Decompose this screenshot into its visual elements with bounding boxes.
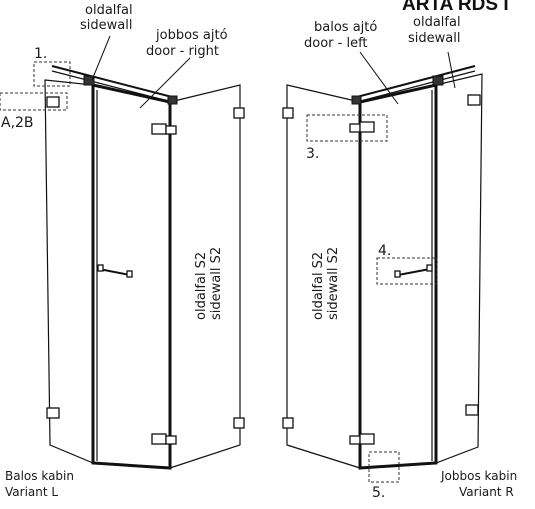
left-cabin-handle-mount-b bbox=[126, 270, 133, 278]
right-cabin-leader-sidewall bbox=[447, 51, 456, 89]
right-cabin-hinge-bottom-b bbox=[359, 433, 375, 445]
right-cabin-leader-door bbox=[359, 51, 399, 105]
right-cabin-door-handle bbox=[397, 268, 431, 276]
right-cabin-corner-clamp bbox=[432, 75, 444, 86]
right-cabin-hinge-bottom-a bbox=[349, 435, 361, 445]
right-cabin-sidewall-glass bbox=[435, 73, 483, 464]
left-cabin-s2-bracket-bottom bbox=[233, 417, 245, 429]
right-cabin bbox=[282, 51, 483, 483]
right-cabin-callout-box-4 bbox=[376, 257, 438, 285]
left-cabin-hinge-bottom-b bbox=[165, 435, 177, 445]
right-cabin-callout-box-5 bbox=[368, 451, 400, 483]
left-cabin-top-rail-lower bbox=[51, 70, 177, 104]
left-label-sidewall-en: sidewall bbox=[80, 18, 132, 33]
right-label-s2-en: sidewall S2 bbox=[326, 247, 341, 320]
right-label-sidewall-en: sidewall bbox=[408, 31, 460, 46]
left-callout-1: 1. bbox=[34, 46, 47, 62]
right-cabin-s2-bracket-top bbox=[282, 107, 294, 119]
right-cabin-rail-end-clamp bbox=[351, 95, 362, 105]
right-callout-3: 3. bbox=[306, 146, 319, 162]
left-label-s2-hu: oldalfal S2 bbox=[194, 252, 209, 320]
right-label-s2-hu: oldalfal S2 bbox=[311, 252, 326, 320]
right-cabin-wall-bracket-top bbox=[467, 94, 481, 106]
left-cabin-callout-box-a2b bbox=[0, 92, 68, 111]
left-cabin-corner-clamp bbox=[83, 75, 95, 86]
left-cabin-hinge-bottom-a bbox=[151, 433, 167, 445]
right-label-sidewall-hu: oldalfal bbox=[413, 15, 461, 30]
left-cabin-s2-bracket-top bbox=[233, 107, 245, 119]
right-label-door-en: door - left bbox=[304, 36, 368, 51]
left-label-door-hu: jobbos ajtó bbox=[155, 28, 228, 43]
right-cabin-s2-bracket-bottom bbox=[282, 417, 294, 429]
left-cabin-s2-sidewall-glass bbox=[169, 84, 241, 469]
left-callout-a2b: A,2B bbox=[1, 115, 34, 131]
left-label-sidewall-hu: oldalfal bbox=[85, 3, 133, 18]
right-caption-hu: Jobbos kabin bbox=[440, 469, 517, 483]
left-cabin-hinge-top-b bbox=[165, 125, 177, 135]
right-label-door-hu: balos ajtó bbox=[314, 20, 377, 35]
right-cabin-callout-box-3 bbox=[306, 114, 388, 142]
right-cabin-handle-mount-b bbox=[426, 264, 433, 272]
left-cabin-handle-mount-a bbox=[97, 264, 104, 272]
right-cabin-wall-bracket-bottom bbox=[465, 404, 479, 416]
left-caption-en: Variant L bbox=[5, 485, 58, 499]
left-caption-hu: Balos kabin bbox=[5, 469, 74, 483]
right-cabin-top-rail-lower bbox=[352, 70, 476, 104]
right-cabin-hinge-top-a bbox=[349, 123, 361, 133]
right-callout-5: 5. bbox=[372, 485, 385, 501]
right-caption-en: Variant R bbox=[459, 485, 514, 499]
left-cabin-sidewall-glass bbox=[44, 79, 94, 464]
title-fragment: ARTA RDS I bbox=[402, 0, 509, 15]
left-cabin-wall-bracket-bottom bbox=[46, 407, 60, 419]
left-cabin-door-handle bbox=[98, 268, 131, 276]
left-cabin-leader-sidewall bbox=[91, 35, 111, 81]
right-cabin-hinge-top-b bbox=[359, 121, 375, 133]
right-callout-4: 4. bbox=[378, 243, 391, 259]
left-cabin bbox=[0, 35, 245, 470]
left-cabin-wall-bracket-top bbox=[46, 96, 60, 108]
left-cabin-leader-door bbox=[139, 57, 191, 109]
left-cabin-rail-end-clamp bbox=[167, 95, 178, 105]
left-label-door-en: door - right bbox=[146, 44, 219, 59]
right-cabin-top-rail bbox=[352, 65, 476, 99]
left-cabin-callout-box-1 bbox=[33, 61, 71, 87]
left-cabin-hinge-top-a bbox=[151, 123, 167, 135]
left-cabin-top-rail bbox=[51, 65, 177, 99]
right-cabin-handle-mount-a bbox=[394, 270, 401, 278]
left-label-s2-en: sidewall S2 bbox=[209, 247, 224, 320]
